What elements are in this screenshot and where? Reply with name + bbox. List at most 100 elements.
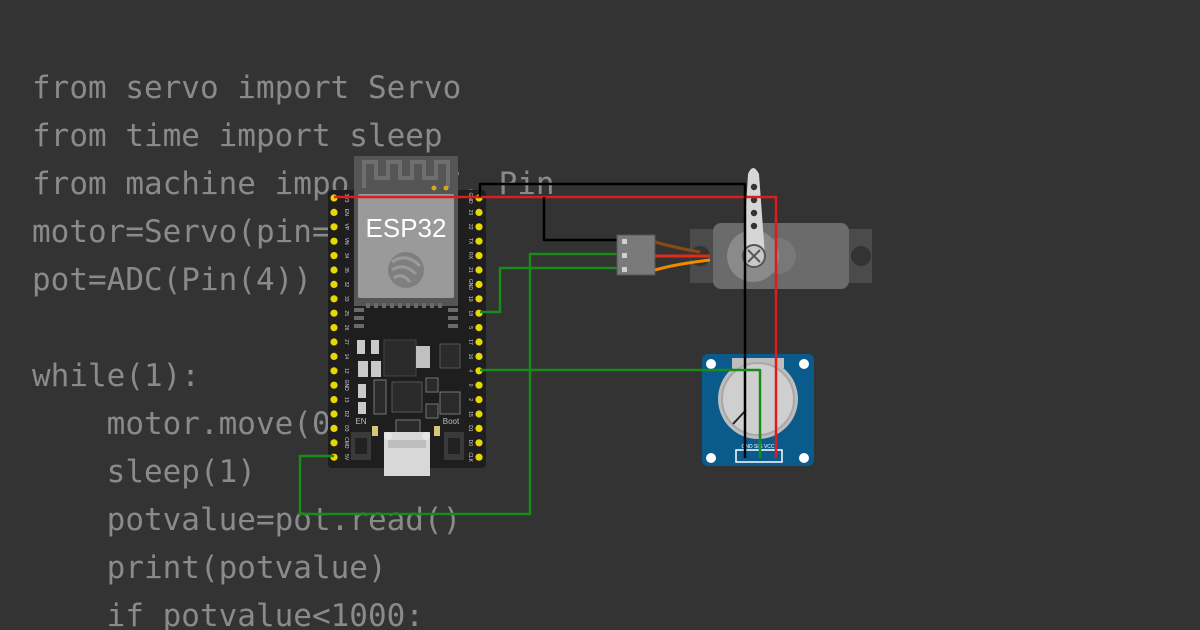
pot-knob[interactable] (721, 362, 795, 436)
boot-label: Boot (443, 417, 460, 426)
right-pin-label: 23 (467, 210, 473, 216)
left-pin[interactable] (330, 309, 338, 317)
left-pin[interactable] (330, 280, 338, 288)
right-pin[interactable] (475, 223, 483, 231)
left-pin[interactable] (330, 338, 338, 346)
board-components (357, 339, 461, 443)
wire-servo-ground[interactable] (542, 197, 624, 242)
right-pin[interactable] (475, 208, 483, 216)
right-pin-label: RX (467, 252, 473, 260)
left-pin[interactable] (330, 352, 338, 360)
left-pin-label: 33 (343, 296, 349, 302)
right-pin-label: D1 (467, 425, 473, 432)
right-pin[interactable] (475, 295, 483, 303)
left-pin[interactable] (330, 410, 338, 418)
servo-motor[interactable] (690, 168, 872, 289)
left-pin-label: GND (343, 380, 349, 392)
right-pin[interactable] (475, 280, 483, 288)
left-pin[interactable] (330, 367, 338, 375)
left-pin-label: 5V (343, 454, 349, 461)
espressif-logo-icon (388, 252, 424, 288)
module-label: ESP32 (366, 213, 447, 243)
right-pin[interactable] (475, 439, 483, 447)
left-pin[interactable] (330, 396, 338, 404)
right-pin[interactable] (475, 424, 483, 432)
left-pin-label: 12 (343, 368, 349, 374)
left-pin-label: D3 (343, 425, 349, 432)
left-pin-label: 27 (343, 339, 349, 345)
left-pin[interactable] (330, 208, 338, 216)
right-pin[interactable] (475, 381, 483, 389)
left-pin-label: 13 (343, 397, 349, 403)
wire-power[interactable] (334, 195, 778, 458)
right-pin[interactable] (475, 266, 483, 274)
code-line: sleep(1) (32, 454, 256, 490)
left-pin-label: 14 (343, 354, 349, 360)
right-pin-label: 18 (467, 310, 473, 316)
left-pin[interactable] (330, 295, 338, 303)
antenna-trace (362, 160, 450, 188)
esp32-board[interactable]: ESP32 (328, 156, 486, 476)
right-pin-label: 15 (467, 411, 473, 417)
code-line: print(potvalue) (32, 550, 387, 586)
right-pin-label: 17 (467, 339, 473, 345)
right-pin[interactable] (475, 410, 483, 418)
boot-button[interactable] (444, 432, 464, 460)
left-pin-label: EN (343, 209, 349, 216)
right-pin[interactable] (475, 352, 483, 360)
left-pin-label: VN (343, 238, 349, 245)
right-pin-label: 4 (467, 369, 473, 372)
right-pin-label: TX (467, 238, 473, 245)
right-pin-label: 22 (467, 224, 473, 230)
right-pin-label: 21 (467, 267, 473, 273)
right-pin-label: 0 (467, 384, 473, 387)
code-line: potvalue=pot.read() (32, 502, 462, 538)
left-pin-label: D2 (343, 411, 349, 418)
en-label: EN (355, 417, 366, 426)
code-line: motor.move(0) (32, 406, 350, 442)
right-pin-label: D0 (467, 440, 473, 447)
right-pin-label: CLK (467, 452, 473, 462)
right-pin-label: GND (467, 279, 473, 291)
left-pin[interactable] (330, 252, 338, 260)
code-line: motor=Servo(pin=15) (32, 214, 387, 250)
module-pads (354, 303, 458, 328)
left-pin[interactable] (330, 439, 338, 447)
code-line: from servo import Servo (32, 70, 462, 106)
right-pin[interactable] (475, 237, 483, 245)
wire-servo-signal[interactable] (480, 266, 624, 314)
wire-ground[interactable] (478, 182, 747, 458)
left-pin-label: 32 (343, 282, 349, 288)
code-line: while(1): (32, 358, 200, 394)
left-pin-label: 26 (343, 325, 349, 331)
left-pin-label: 34 (343, 253, 349, 259)
en-button[interactable] (351, 432, 371, 460)
left-pin-label: CMD (343, 437, 349, 449)
code-line: from time import sleep (32, 118, 443, 154)
code-line: pot=ADC(Pin(4)) (32, 262, 312, 298)
left-pin[interactable] (330, 223, 338, 231)
left-pin[interactable] (330, 324, 338, 332)
wire-pot-signal[interactable] (480, 368, 762, 458)
left-pin[interactable] (330, 237, 338, 245)
pot-pin-labels: GND SIG VCC (741, 444, 774, 450)
right-pin-label: 5 (467, 326, 473, 329)
wire-servo-power-green[interactable] (298, 252, 624, 516)
servo-connector (616, 234, 711, 276)
left-pin[interactable] (330, 381, 338, 389)
right-pin[interactable] (475, 252, 483, 260)
right-pin[interactable] (475, 396, 483, 404)
right-pin[interactable] (475, 338, 483, 346)
usb-port (384, 432, 430, 476)
cross-circle-icon (742, 244, 766, 268)
left-pin[interactable] (330, 266, 338, 274)
left-pin[interactable] (330, 424, 338, 432)
right-pin[interactable] (475, 453, 483, 461)
left-pin-label: 35 (343, 267, 349, 273)
right-pin-label: 16 (467, 354, 473, 360)
right-pin[interactable] (475, 324, 483, 332)
left-pin-label: 25 (343, 310, 349, 316)
